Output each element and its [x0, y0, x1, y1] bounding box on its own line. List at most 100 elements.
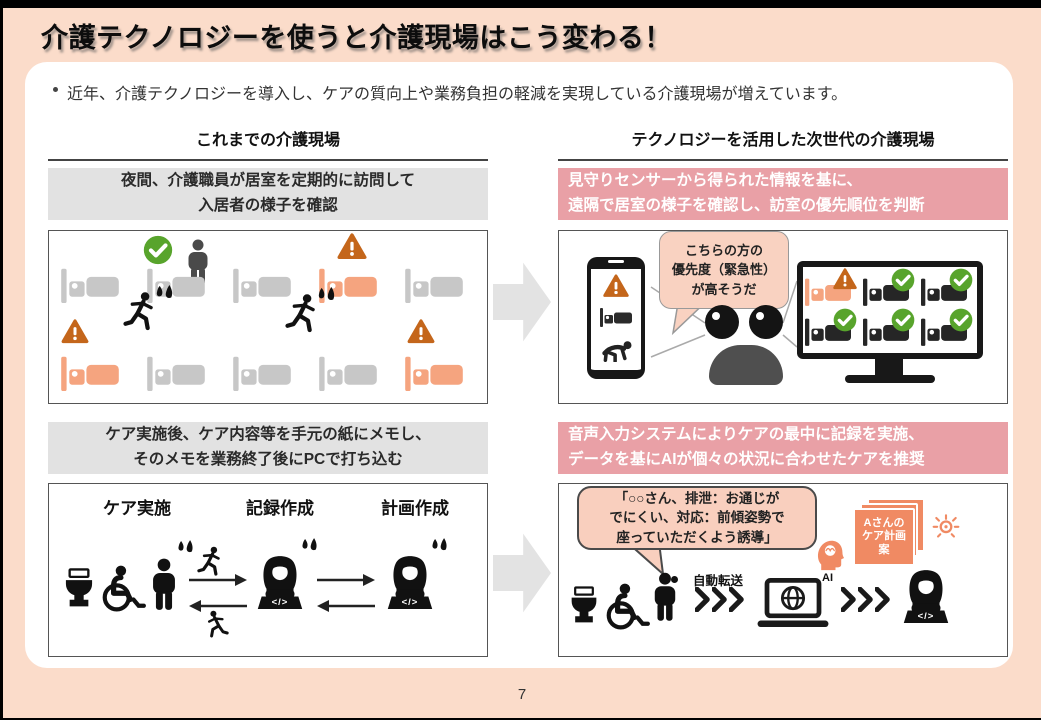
sweat-icon	[155, 285, 175, 301]
fallen-person-icon	[598, 339, 634, 362]
card-line: Aさんの	[863, 517, 905, 530]
bed-icon	[319, 355, 377, 391]
sweat-icon	[431, 538, 449, 553]
check-icon	[891, 268, 915, 292]
chevron-right-icon	[858, 587, 873, 612]
running-caregiver-icon	[123, 291, 157, 331]
bubble-line: が高そうだ	[691, 281, 757, 297]
column-nextgen: テクノロジーを活用した次世代の介護現場 見守りセンサーから得られた情報を基に、 …	[558, 126, 1008, 660]
idea-sparkle-icon	[931, 510, 961, 540]
laptop-code-glyph: </>	[401, 597, 419, 608]
sensor-phone	[587, 257, 645, 379]
check-icon	[143, 235, 173, 265]
flow-label-care: ケア実施	[103, 499, 171, 518]
monitoring-display	[797, 261, 983, 359]
content-card: 近年、介護テクノロジーを導入し、ケアの質向上や業務負担の軽減を実現している介護現…	[25, 62, 1013, 668]
page-title: 介護テクノロジーを使うと介護現場はこう変わる！	[41, 23, 672, 53]
nextgen-scene2-illustration: 「○○さん、排泄：お通じが でにくい、対応：前傾姿勢で 座っていただくよう誘導」…	[558, 483, 1008, 657]
flow-arrows	[189, 574, 375, 612]
laptop-code-glyph: </>	[271, 597, 289, 608]
chevron-right-icon	[729, 587, 744, 612]
auto-transfer-label: 自動転送	[693, 574, 744, 588]
monitor-stand	[875, 359, 903, 375]
chevron-right-icon	[695, 587, 710, 612]
check-icon	[891, 308, 915, 332]
column-traditional: これまでの介護現場 夜間、介護職員が居室を定期的に訪問して 入居者の様子を確認	[48, 126, 488, 660]
priority-speech-bubble: こちらの方の 優先度（緊急性） が高そうだ	[659, 231, 789, 309]
monitor-stand-base	[845, 375, 935, 383]
check-icon	[949, 268, 973, 292]
monitor-screen	[803, 267, 977, 353]
column-traditional-header: これまでの介護現場	[48, 126, 488, 161]
voice-record-speech-bubble: 「○○さん、排泄：お通じが でにくい、対応：前傾姿勢で 座っていただくよう誘導」	[577, 486, 817, 550]
flow-label-plan: 計画作成	[381, 499, 449, 518]
column-nextgen-header-label: テクノロジーを活用した次世代の介護現場	[631, 132, 935, 149]
caption-line: 入居者の様子を確認	[198, 197, 338, 214]
caption-line: 見守りセンサーから得られた情報を基に、	[568, 172, 863, 190]
intro-bullet: 近年、介護テクノロジーを導入し、ケアの質向上や業務負担の軽減を実現している介護現…	[51, 80, 847, 104]
bed-icon	[405, 355, 463, 391]
traditional-scene2-caption: ケア実施後、ケア内容等を手元の紙にメモし、 そのメモを業務終了後にPCで打ち込む	[48, 422, 488, 474]
bed-icon	[147, 355, 205, 391]
chevron-right-icon	[841, 587, 856, 612]
sweat-icon	[317, 287, 337, 303]
care-plan-card-front: Aさんの ケア計画 案	[853, 508, 915, 566]
nextgen-scene2-caption: 音声入力システムによりケアの最中に記録を実施、 データを基にAIが個々の状況に合…	[558, 422, 1008, 474]
observer-eye-icon	[749, 305, 783, 339]
traditional-scene1-caption: 夜間、介護職員が居室を定期的に訪問して 入居者の様子を確認	[48, 168, 488, 220]
caption-line: 遠隔で居室の様子を確認し、訪室の優先順位を判断	[568, 197, 925, 214]
warning-icon	[61, 319, 89, 344]
bubble-line: 座っていただくよう誘導」	[616, 529, 778, 545]
bed-icon	[233, 267, 291, 303]
bubble-line: こちらの方の	[684, 242, 763, 258]
caption-line: 音声入力システムによりケアの最中に記録を実施、	[568, 426, 924, 444]
page-number: 7	[517, 686, 527, 703]
headset-icon	[671, 576, 678, 583]
observer-head-icon	[709, 345, 783, 385]
nextgen-scene1-caption: 見守りセンサーから得られた情報を基に、 遠隔で居室の様子を確認し、訪室の優先順位…	[558, 168, 1008, 220]
warning-icon	[407, 319, 435, 344]
laptop-globe-icon	[755, 578, 831, 630]
small-runner-icon	[197, 546, 223, 576]
caption-line: そのメモを業務終了後にPCで打ち込む	[133, 451, 403, 468]
caption-line: ケア実施後、ケア内容等を手元の紙にメモし、	[105, 426, 431, 444]
flow-label-record: 記録作成	[246, 499, 314, 518]
bed-icon	[600, 307, 632, 327]
speech-bubble-tail	[625, 542, 665, 577]
wheelchair-user-icon	[603, 582, 651, 630]
warning-icon	[833, 268, 857, 290]
column-nextgen-header: テクノロジーを活用した次世代の介護現場	[558, 126, 1008, 161]
bubble-line: 優先度（緊急性）	[671, 262, 776, 278]
running-caregiver-icon	[285, 293, 319, 333]
card-line: ケア計画	[862, 530, 906, 543]
bed-icon	[61, 355, 119, 391]
nextgen-scene1-illustration: こちらの方の 優先度（緊急性） が高そうだ	[558, 230, 1008, 404]
caption-line: データを基にAIが個々の状況に合わせたケアを推奨	[568, 451, 925, 468]
transform-arrow-icon	[493, 533, 551, 613]
bed-icon	[405, 267, 463, 303]
bubble-line: でにくい、対応：前傾姿勢で	[609, 510, 785, 526]
small-runner-icon	[205, 610, 229, 638]
check-icon	[949, 308, 973, 332]
ai-label: AI	[822, 572, 833, 584]
traditional-scene2-illustration: ケア実施 記録作成 計画作成 </>	[48, 483, 488, 657]
chevron-right-icon	[712, 587, 727, 612]
sweat-icon	[301, 538, 319, 553]
observer-eye-icon	[705, 305, 739, 339]
ai-head-icon	[817, 540, 845, 571]
traditional-scene1-illustration	[48, 230, 488, 404]
toilet-icon	[569, 586, 599, 627]
bubble-line: 「○○さん、排泄：お通じが	[614, 490, 780, 506]
warning-icon	[337, 233, 367, 260]
chevron-right-icon	[875, 587, 890, 612]
laptop-code-glyph: </>	[917, 611, 935, 622]
warning-icon	[603, 274, 629, 298]
bed-icon	[233, 355, 291, 391]
check-icon	[833, 308, 857, 332]
transform-arrow-icon	[493, 262, 551, 342]
caption-line: 夜間、介護職員が居室を定期的に訪問して	[120, 172, 416, 190]
column-traditional-header-label: これまでの介護現場	[195, 132, 340, 149]
card-line: 案	[878, 543, 890, 556]
care-plan-card: Aさんの ケア計画 案	[853, 498, 925, 566]
bed-icon	[61, 267, 119, 303]
